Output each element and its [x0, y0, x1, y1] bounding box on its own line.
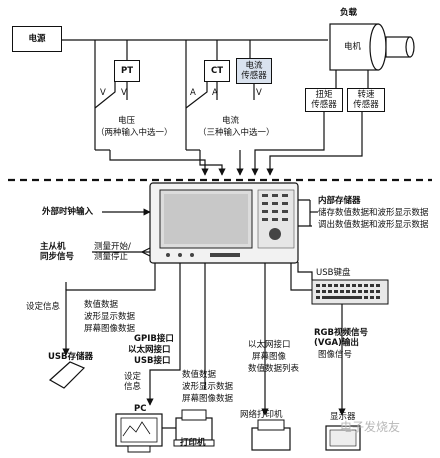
current-sensor-box: 电流 传感器	[236, 58, 272, 84]
ethernet-label: 以太网接口	[128, 345, 171, 355]
usb-port-label: USB接口	[134, 356, 171, 366]
display-graphic	[325, 425, 361, 451]
motor-graphic	[329, 23, 415, 71]
setting-info-label-1: 设定信息	[26, 302, 61, 312]
motor-label: 电机	[344, 42, 362, 52]
network-printer-label: 网络打印机	[240, 410, 283, 420]
setting-info-label-2: 设定 信息	[124, 372, 142, 392]
usb-data-2: 波形显示数据	[84, 312, 136, 322]
keyboard-line	[297, 262, 313, 280]
pc-data-3: 屏幕图像数据	[182, 394, 234, 404]
screen-image-label: 屏幕图像	[252, 352, 287, 362]
rgb-out-label: RGB视频信号 (VGA)输出	[314, 328, 369, 348]
pt-box: PT	[114, 60, 140, 82]
pc-label: PC	[134, 404, 147, 414]
gpib-label: GPIB接口	[134, 334, 174, 344]
master-slave-label: 主从机 同步信号	[40, 242, 75, 262]
numeric-list-label: 数值数据列表	[248, 364, 300, 374]
voltage-label: 电压	[118, 116, 136, 126]
pc-data-2: 波形显示数据	[182, 382, 234, 392]
current-note: （三种输入中选一）	[198, 128, 275, 138]
usb-data-1: 数值数据	[84, 300, 119, 310]
v-label-2: V	[121, 88, 127, 98]
usb-data-3: 屏幕图像数据	[84, 324, 136, 334]
torque-sensor-box: 扭矩 传感器	[305, 88, 343, 112]
speed-sensor-box: 转速 传感器	[347, 88, 385, 112]
voltage-note: （两种输入中选一）	[96, 128, 173, 138]
printer-graphic	[173, 409, 215, 447]
internal-storage-desc-2: 调出数值数据和波形显示数据	[318, 220, 429, 230]
display-label: 显示器	[330, 412, 356, 422]
ct-box: CT	[204, 60, 230, 82]
usb-keyboard-label: USB键盘	[316, 268, 351, 278]
v-label-3: V	[256, 88, 262, 98]
usb-storage-graphic	[48, 361, 86, 389]
image-signal-label: 图像信号	[318, 350, 353, 360]
a-label-2: A	[212, 88, 218, 98]
pc-data-1: 数值数据	[182, 370, 217, 380]
eth-port-label: 以太网接口	[248, 340, 291, 350]
usb-storage-line	[62, 262, 156, 356]
power-analyzer-instrument	[149, 182, 299, 264]
load-label: 负载	[340, 8, 358, 18]
arrow-speed	[266, 112, 363, 176]
watermark: 电子发烧友	[340, 420, 401, 434]
usb-storage-label: USB存储器	[48, 352, 94, 362]
usb-keyboard-graphic	[311, 279, 389, 305]
v-label-1: V	[100, 88, 106, 98]
measure-start-stop-label: 测量开始/ 测量停止	[94, 242, 131, 262]
pc-graphic	[115, 413, 163, 453]
ext-clock-label: 外部时钟输入	[42, 207, 94, 217]
current-label: 电流	[222, 116, 240, 126]
network-printer-graphic	[251, 419, 291, 451]
printer-label: 打印机	[180, 438, 206, 448]
pc-line-1	[146, 262, 181, 406]
arrow-torque	[251, 112, 325, 176]
internal-storage-label: 内部存储器	[318, 196, 361, 206]
a-label-1: A	[190, 88, 196, 98]
arrow-v-1	[109, 150, 209, 176]
power-source-box: 电源	[12, 26, 62, 52]
internal-storage-desc-1: 储存数值数据和波形显示数据	[318, 208, 429, 218]
arrow-a-1	[199, 150, 226, 176]
